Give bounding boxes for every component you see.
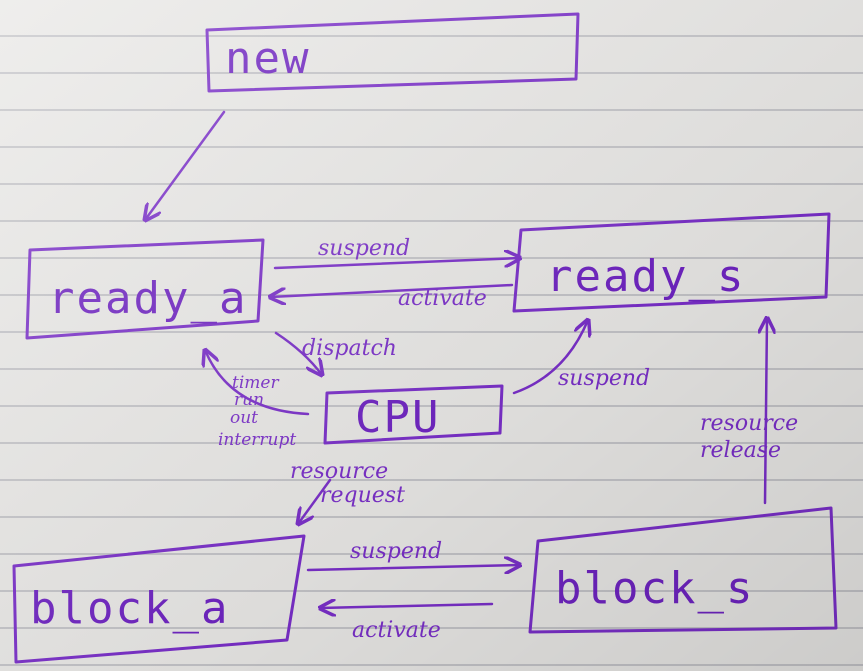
edge-activate-ready <box>270 283 514 297</box>
node-ready-s: ready_s <box>512 212 831 313</box>
node-ready-a-label: ready_a <box>48 273 247 324</box>
label-timer: timer <box>232 373 279 393</box>
label-activate-ready: activate <box>398 286 487 311</box>
edge-new-to-ready-a <box>145 110 226 220</box>
label-resource-request-2: request <box>320 483 405 508</box>
label-run: run <box>234 390 264 410</box>
node-block-s-label: block_s <box>555 563 754 614</box>
edge-resource-request <box>298 478 332 524</box>
edge-activate-block <box>320 604 494 608</box>
label-timer-interrupt: timer run out interrupt <box>218 373 296 450</box>
node-ready-s-label: ready_s <box>546 251 745 302</box>
edge-suspend-block <box>306 565 520 570</box>
label-suspend-cpu: suspend <box>558 366 650 391</box>
node-cpu-label: CPU <box>355 392 440 443</box>
label-dispatch: dispatch <box>302 336 397 361</box>
node-block-a: block_a <box>12 534 306 664</box>
node-new: new <box>205 12 580 93</box>
label-suspend-block: suspend <box>350 539 442 564</box>
edge-resource-release <box>765 318 767 505</box>
edge-suspend-ready <box>273 258 520 270</box>
label-resource-release-1: resource <box>700 411 798 436</box>
edge-suspend-cpu <box>512 320 588 395</box>
label-out: out <box>230 408 258 428</box>
node-block-a-label: block_a <box>30 583 229 634</box>
label-activate-block: activate <box>352 618 441 643</box>
label-suspend-ready: suspend <box>318 236 410 261</box>
node-cpu: CPU <box>323 384 504 445</box>
node-new-label: new <box>225 33 310 84</box>
node-block-s: block_s <box>528 506 838 634</box>
node-ready-a: ready_a <box>25 238 265 340</box>
edge-dispatch <box>274 331 322 375</box>
label-resource-request-1: resource <box>290 459 388 484</box>
label-interrupt: interrupt <box>218 430 296 450</box>
edge-timer-interrupt <box>205 350 310 416</box>
label-resource-release-2: release <box>700 438 781 463</box>
